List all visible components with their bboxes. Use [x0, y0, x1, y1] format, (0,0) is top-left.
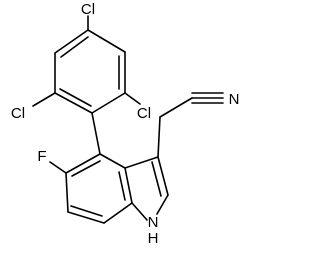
structure-diagram: Cl Cl Cl F N N H: [11, 1, 240, 247]
fluorine-label: F: [37, 148, 46, 165]
bond: [59, 88, 92, 107]
bond: [65, 172, 69, 213]
bond: [99, 153, 126, 169]
bond: [91, 112, 101, 155]
bond: [159, 97, 193, 118]
molecule-canvas: Cl Cl Cl F N N H: [10, 1, 240, 247]
bond: [54, 92, 93, 114]
bond: [131, 202, 148, 221]
bond: [54, 29, 89, 54]
bond: [67, 211, 105, 224]
bond: [32, 92, 56, 107]
bond: [91, 92, 126, 114]
indole-pyrrole-ring: [124, 156, 169, 221]
chlorine-left-label: Cl: [11, 105, 25, 122]
bond: [65, 153, 101, 174]
bond: [49, 161, 67, 174]
bond: [151, 161, 162, 197]
bond: [157, 156, 169, 196]
indole-nitrogen-label: N: [148, 214, 159, 231]
bond: [71, 160, 101, 177]
chlorine-right-label: Cl: [137, 105, 151, 122]
bond: [118, 171, 126, 201]
trichlorophenyl-ring: [32, 15, 141, 114]
bond: [60, 36, 89, 58]
bond: [124, 92, 141, 105]
chlorine-top-label: Cl: [81, 1, 95, 18]
indole-hydrogen-label: H: [148, 230, 159, 247]
cyanomethyl-group: [157, 92, 224, 158]
bond: [103, 202, 133, 224]
bond: [157, 116, 161, 158]
nitrile-nitrogen-label: N: [229, 91, 240, 108]
indole-benzene-ring: [49, 153, 133, 224]
bond: [87, 29, 126, 53]
bond: [124, 156, 159, 169]
bond: [156, 194, 169, 215]
bond: [124, 167, 133, 204]
bond: [70, 205, 103, 217]
